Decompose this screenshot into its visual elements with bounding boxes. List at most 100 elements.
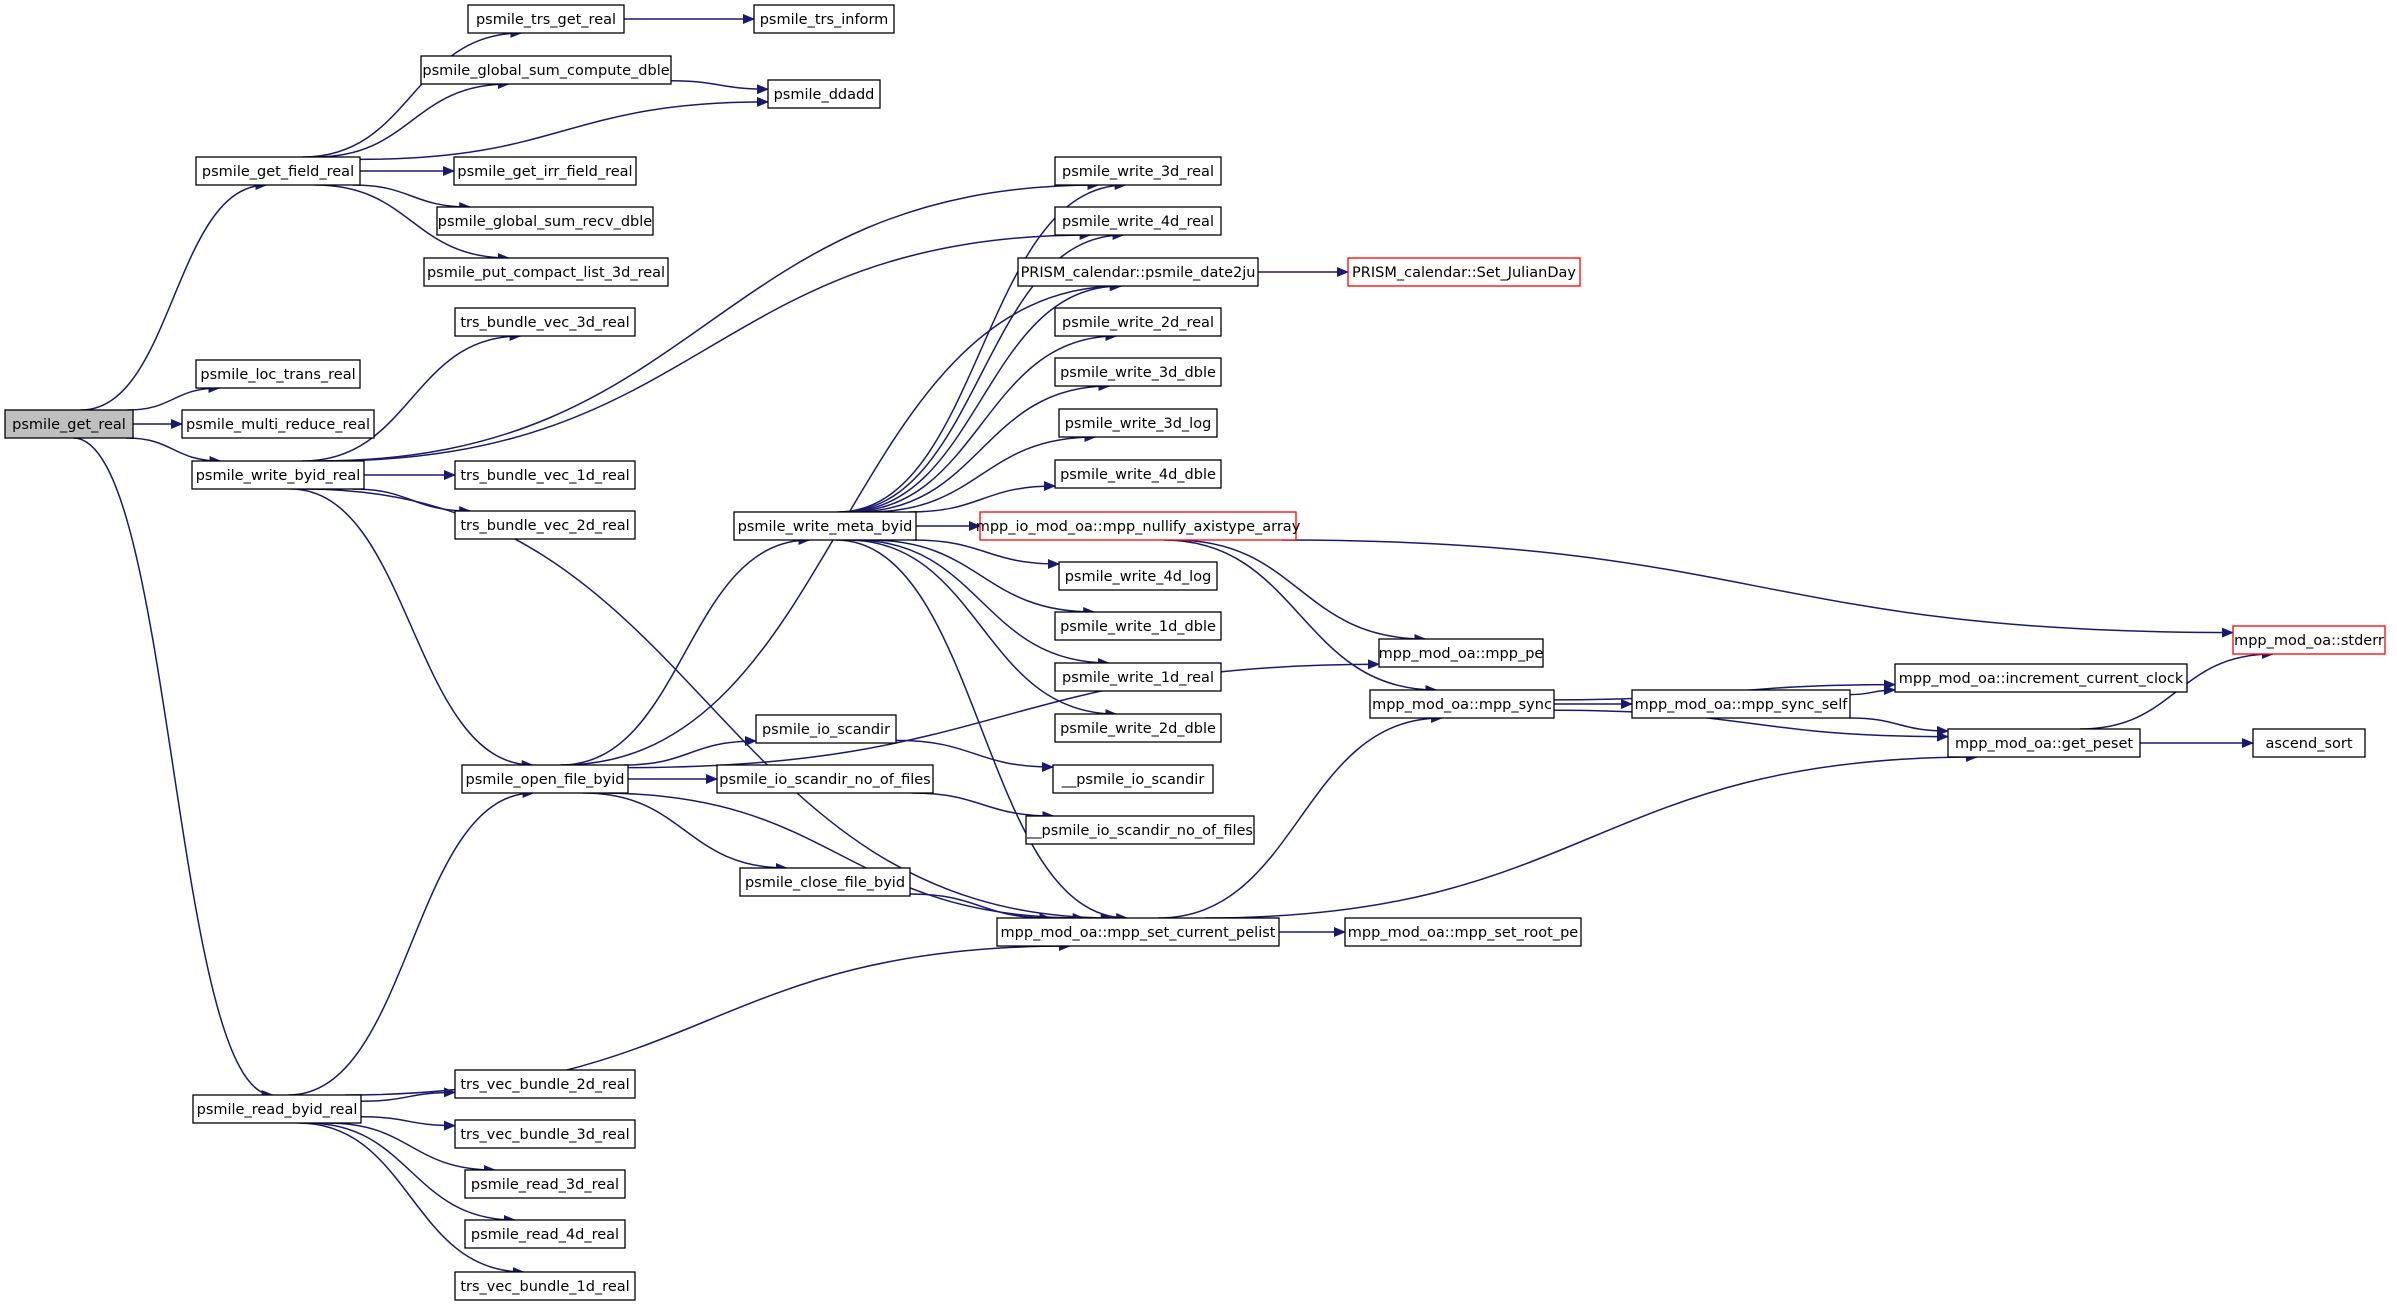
node-label: psmile_write_4d_log [1065, 569, 1212, 585]
edge-psmile-close-file-byid-to-mpp-set-current-pelist [909, 893, 1052, 923]
node-psmile-read-4d-real[interactable]: psmile_read_4d_real [464, 1219, 626, 1249]
node-box [181, 409, 375, 439]
node-mpp-sync[interactable]: mpp_mod_oa::mpp_sync [1369, 689, 1555, 719]
node-ascend-sort[interactable]: ascend_sort [2252, 728, 2366, 758]
node-psmile-write-3d-real[interactable]: psmile_write_3d_real [1054, 156, 1222, 186]
node-stderr[interactable]: mpp_mod_oa::stderr [2232, 625, 2386, 655]
node-box [423, 257, 669, 287]
node-label: mpp_mod_oa::mpp_sync_self [1635, 697, 1849, 713]
node-increment-current-clock[interactable]: mpp_mod_oa::increment_current_clock [1894, 663, 2188, 693]
node-psmile-global-sum-compute-dble[interactable]: psmile_global_sum_compute_dble [420, 55, 672, 85]
node-label: psmile_write_3d_log [1065, 416, 1212, 432]
node-psmile-write-1d-dble[interactable]: psmile_write_1d_dble [1054, 611, 1222, 641]
edge-mpp-sync-self-to-increment-current-clock [1849, 685, 1896, 696]
node-label: psmile_close_file_byid [745, 875, 905, 891]
node-psmile-get-field-real[interactable]: psmile_get_field_real [195, 156, 361, 186]
node-box [454, 510, 636, 540]
node-box [1054, 357, 1222, 387]
node-psmile-close-file-byid[interactable]: psmile_close_file_byid [739, 867, 911, 897]
node-psmile-date2ju[interactable]: PRISM_calendar::psmile_date2ju [1017, 257, 1259, 287]
node-psmile-get-irr-field-real[interactable]: psmile_get_irr_field_real [453, 156, 637, 186]
edge-psmile-open-file-byid-to-mpp-pe [627, 659, 1380, 769]
node-box [1054, 662, 1222, 692]
node-psmile-io-scandir[interactable]: __psmile_io_scandir [1052, 764, 1214, 794]
edge-mpp-set-current-pelist-to-mpp-sync [1157, 713, 1444, 919]
edge-psmile-read-byid-real-to-psmile-read-3d-real [326, 1122, 496, 1175]
node-label: psmile_io_scandir_no_of_files [719, 772, 930, 788]
node-box [1025, 815, 1255, 845]
node-psmile-write-2d-dble[interactable]: psmile_write_2d_dble [1054, 713, 1222, 743]
node-mpp-pe[interactable]: mpp_mod_oa::mpp_pe [1378, 638, 1544, 668]
node-psmile-read-3d-real[interactable]: psmile_read_3d_real [464, 1169, 626, 1199]
edge-psmile-get-real-to-psmile-loc-trans-real [127, 383, 221, 411]
node-box [996, 917, 1280, 947]
node-Set-JulianDay[interactable]: PRISM_calendar::Set_JulianDay [1347, 257, 1581, 287]
node-box [2232, 625, 2386, 655]
edge-psmile-write-byid-real-to-psmile-open-file-byid [290, 488, 534, 770]
node-label: psmile_write_1d_dble [1060, 619, 1216, 635]
node-psmile-put-compact-list-3d-real[interactable]: psmile_put_compact_list_3d_real [423, 257, 669, 287]
node-mpp-nullify-axistype-array[interactable]: mpp_io_mod_oa::mpp_nullify_axistype_arra… [976, 511, 1301, 541]
node-label: psmile_write_2d_dble [1060, 721, 1216, 737]
node-box [467, 4, 625, 34]
node-box [1058, 408, 1218, 438]
node-psmile-trs-inform[interactable]: psmile_trs_inform [753, 4, 895, 34]
node-psmile-read-byid-real[interactable]: psmile_read_byid_real [192, 1094, 362, 1124]
node-label: __psmile_io_scandir_no_of_files [1026, 823, 1253, 839]
edge-psmile-io-scandir-to-psmile-io-scandir [895, 739, 1054, 772]
node-psmile-write-4d-real[interactable]: psmile_write_4d_real [1054, 206, 1222, 236]
node-label: psmile_write_meta_byid [738, 519, 913, 535]
node-label: mpp_mod_oa::stderr [2234, 633, 2384, 649]
node-label: psmile_open_file_byid [466, 772, 625, 788]
node-psmile-open-file-byid[interactable]: psmile_open_file_byid [461, 764, 629, 794]
node-psmile-global-sum-recv-dble[interactable]: psmile_global_sum_recv_dble [436, 206, 654, 236]
node-psmile-write-4d-dble[interactable]: psmile_write_4d_dble [1054, 459, 1222, 489]
edge-psmile-write-meta-byid-to-psmile-write-1d-dble [868, 539, 1096, 617]
node-mpp-set-root-pe[interactable]: mpp_mod_oa::mpp_set_root_pe [1344, 917, 1582, 947]
node-trs-vec-bundle-2d-real[interactable]: trs_vec_bundle_2d_real [454, 1069, 636, 1099]
node-label: mpp_io_mod_oa::mpp_nullify_axistype_arra… [976, 519, 1301, 535]
node-mpp-sync-self[interactable]: mpp_mod_oa::mpp_sync_self [1631, 689, 1851, 719]
node-psmile-loc-trans-real[interactable]: psmile_loc_trans_real [195, 359, 361, 389]
node-trs-bundle-vec-3d-real[interactable]: trs_bundle_vec_3d_real [454, 307, 636, 337]
node-psmile-write-1d-real[interactable]: psmile_write_1d_real [1054, 662, 1222, 692]
node-psmile-write-3d-dble[interactable]: psmile_write_3d_dble [1054, 357, 1222, 387]
edge-psmile-get-field-real-to-psmile-ddadd [359, 96, 769, 161]
node-label: psmile_get_real [12, 417, 126, 433]
node-psmile-write-3d-log[interactable]: psmile_write_3d_log [1058, 408, 1218, 438]
node-mpp-set-current-pelist[interactable]: mpp_mod_oa::mpp_set_current_pelist [996, 917, 1280, 947]
node-psmile-multi-reduce-real[interactable]: psmile_multi_reduce_real [181, 409, 375, 439]
edge-psmile-write-meta-byid-to-psmile-write-4d-real [839, 230, 1125, 513]
node-psmile-io-scandir-no-of-files[interactable]: __psmile_io_scandir_no_of_files [1025, 815, 1255, 845]
node-box [195, 156, 361, 186]
node-box [739, 867, 911, 897]
node-psmile-write-byid-real[interactable]: psmile_write_byid_real [191, 460, 365, 490]
node-trs-bundle-vec-1d-real[interactable]: trs_bundle_vec_1d_real [454, 460, 636, 490]
node-label: trs_vec_bundle_3d_real [460, 1127, 629, 1143]
node-trs-vec-bundle-3d-real[interactable]: trs_vec_bundle_3d_real [454, 1119, 636, 1149]
node-label: trs_bundle_vec_3d_real [460, 315, 629, 331]
node-get-peset[interactable]: mpp_mod_oa::get_peset [1947, 728, 2141, 758]
node-psmile-write-meta-byid[interactable]: psmile_write_meta_byid [733, 511, 917, 541]
node-psmile-io-scandir[interactable]: psmile_io_scandir [755, 714, 897, 744]
edge-psmile-read-byid-real-to-psmile-open-file-byid [288, 788, 535, 1096]
edge-psmile-read-byid-real-to-mpp-set-current-pelist [345, 941, 1071, 1096]
node-box [461, 764, 629, 794]
node-psmile-write-2d-real[interactable]: psmile_write_2d_real [1054, 307, 1222, 337]
node-label: psmile_write_3d_real [1062, 164, 1214, 180]
node-box [1054, 713, 1222, 743]
edge-psmile-read-byid-real-to-trs-vec-bundle-1d-real [298, 1122, 525, 1277]
node-psmile-io-scandir-no-of-files[interactable]: psmile_io_scandir_no_of_files [716, 764, 934, 794]
node-box [453, 156, 637, 186]
node-psmile-trs-get-real[interactable]: psmile_trs_get_real [467, 4, 625, 34]
node-box [454, 1069, 636, 1099]
edge-mpp-set-current-pelist-to-get-peset [1205, 752, 1978, 919]
node-psmile-write-4d-log[interactable]: psmile_write_4d_log [1058, 561, 1218, 591]
edge-psmile-read-byid-real-to-psmile-read-4d-real [306, 1122, 516, 1225]
node-trs-bundle-vec-2d-real[interactable]: trs_bundle_vec_2d_real [454, 510, 636, 540]
node-psmile-ddadd[interactable]: psmile_ddadd [767, 79, 881, 109]
edge-psmile-global-sum-compute-dble-to-psmile-ddadd [670, 80, 769, 95]
node-label: PRISM_calendar::Set_JulianDay [1352, 265, 1576, 281]
node-trs-vec-bundle-1d-real[interactable]: trs_vec_bundle_1d_real [454, 1271, 636, 1301]
node-psmile-get-real[interactable]: psmile_get_real [4, 409, 134, 439]
